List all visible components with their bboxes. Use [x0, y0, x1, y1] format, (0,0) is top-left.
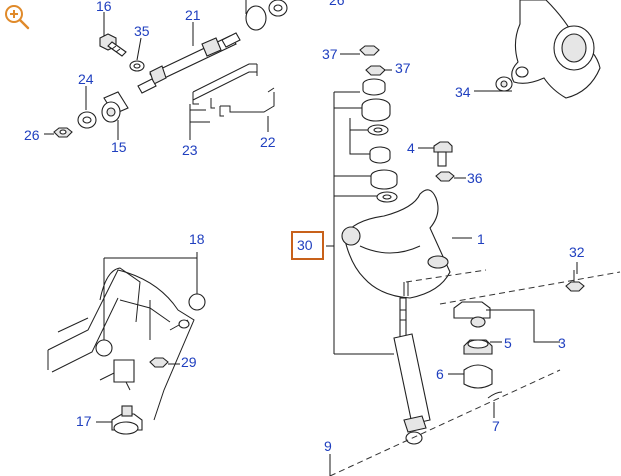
callout-22[interactable]: 22 [260, 134, 276, 150]
frame-bracket-18 [47, 267, 206, 421]
bushing-top [245, 0, 288, 31]
bushing-15 [101, 91, 129, 123]
callout-7[interactable]: 7 [492, 418, 500, 434]
callout-4[interactable]: 4 [407, 140, 415, 156]
parts-stack [359, 45, 398, 203]
callout-15[interactable]: 15 [111, 139, 127, 155]
callout-26[interactable]: 26 [24, 127, 40, 143]
callout-32[interactable]: 32 [569, 244, 585, 260]
bolt-4 [433, 141, 453, 167]
callout-18[interactable]: 18 [189, 231, 205, 247]
callout-5[interactable]: 5 [504, 335, 512, 351]
control-arm-1 [341, 189, 451, 299]
callout-35[interactable]: 35 [134, 23, 150, 39]
leader-30 [326, 91, 394, 355]
callout-3[interactable]: 3 [558, 335, 566, 351]
shock-absorber-9 [393, 297, 431, 445]
bracket-22 [219, 87, 275, 117]
callout-37-left[interactable]: 37 [322, 46, 338, 62]
callout-16[interactable]: 16 [96, 0, 112, 14]
washer-24 [77, 111, 97, 129]
bracket-23 [192, 63, 258, 109]
callout-37-right[interactable]: 37 [395, 60, 411, 76]
dashed-axes [329, 269, 621, 476]
nut-36 [435, 171, 455, 182]
ball-joint-assembly [453, 270, 585, 412]
callout-9[interactable]: 9 [324, 438, 332, 454]
nut-26 [53, 127, 73, 138]
callout-34[interactable]: 34 [455, 84, 471, 100]
callout-29[interactable]: 29 [181, 354, 197, 370]
bolt-16 [99, 33, 127, 57]
steering-knuckle [511, 0, 601, 99]
bushing-34 [495, 76, 513, 92]
link-21 [137, 32, 241, 94]
callout-36[interactable]: 36 [467, 170, 483, 186]
callout-6[interactable]: 6 [436, 366, 444, 382]
nut-29 [149, 357, 169, 368]
callout-21[interactable]: 21 [185, 7, 201, 23]
washer-35 [129, 60, 145, 72]
zoom-in-icon[interactable] [3, 3, 31, 31]
callout-30[interactable]: 30 [297, 237, 313, 253]
callout-leaders [44, 0, 578, 476]
mount-17 [111, 405, 143, 435]
callout-24[interactable]: 24 [78, 71, 94, 87]
highlight-box-30 [291, 231, 324, 260]
callout-23[interactable]: 23 [182, 142, 198, 158]
callout-1[interactable]: 1 [477, 231, 485, 247]
callout-17[interactable]: 17 [76, 413, 92, 429]
callout-26-top[interactable]: 26 [329, 0, 345, 8]
